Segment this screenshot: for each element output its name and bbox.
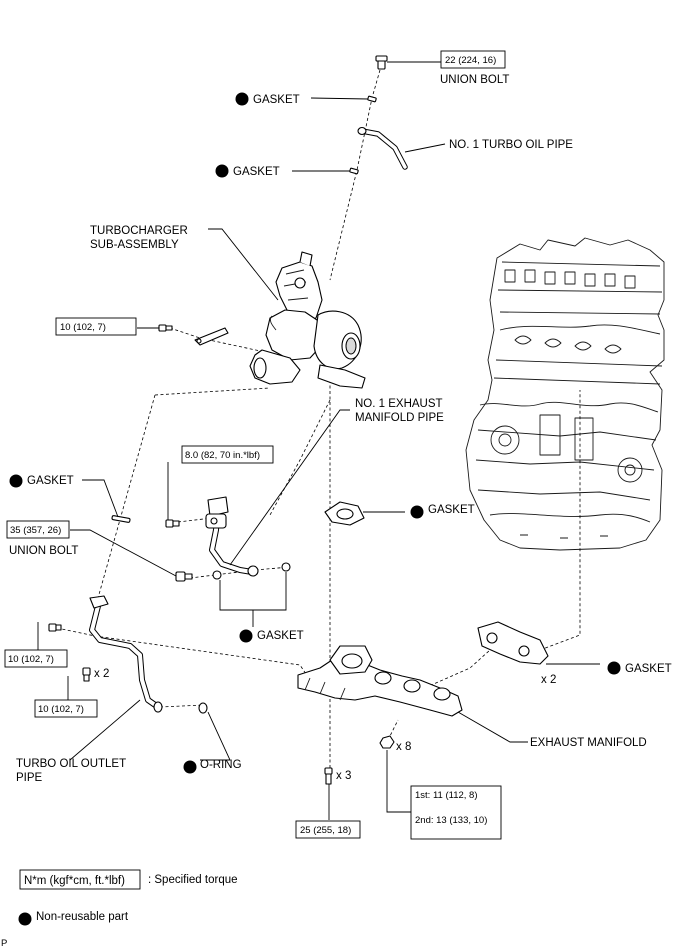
legend-nonreusable: Non-reusable part (36, 911, 129, 923)
label-exhaust-manifold: EXHAUST MANIFOLD (530, 737, 647, 749)
nonreusable-dot (215, 164, 229, 178)
manifold-nut-part (379, 735, 395, 749)
part-labels: UNION BOLT GASKET NO. 1 TURBO OIL PIPE G… (9, 74, 672, 784)
torque-manifold-nut-1st: 1st: 11 (112, 8) (415, 790, 478, 801)
label-gasket-mid-right: GASKET (428, 504, 475, 516)
gasket-left-part (111, 515, 131, 523)
nonreusable-dot (183, 760, 197, 774)
torque-union-bolt-top: 22 (224, 16) (445, 55, 496, 66)
qty-manifold-nuts: x 8 (396, 741, 411, 753)
exhaust-manifold-pipe-part (205, 496, 255, 575)
nonreusable-dot (235, 92, 249, 106)
label-gasket-top1: GASKET (253, 94, 300, 106)
gasket-ring-1 (212, 570, 222, 580)
nonreusable-dot (607, 661, 621, 675)
turbo-oil-outlet-pipe-part (89, 595, 163, 713)
torque-boxes: 22 (224, 16) 10 (102, 7) 8.0 (82, 70 in.… (4, 50, 506, 840)
exhaust-manifold-part (297, 645, 463, 717)
label-gasket-left: GASKET (27, 475, 74, 487)
gasket-ring-3 (281, 562, 291, 572)
label-oil-outlet-pipe: TURBO OIL OUTLET (16, 758, 126, 770)
gasket-far-right-part (477, 621, 549, 665)
legend-torque-desc: : Specified torque (148, 874, 238, 886)
turbo-bracket-bolt-part (158, 324, 173, 332)
nonreusable-dot (410, 505, 424, 519)
torque-union-bolt-left: 35 (357, 26) (10, 525, 61, 536)
outlet-bolt-lower-part (82, 667, 91, 682)
union-bolt-top-part (375, 55, 388, 70)
stud-bolt-part (324, 767, 333, 785)
label-turbocharger: TURBOCHARGER (90, 225, 188, 237)
qty-gasket-far-right: x 2 (541, 674, 556, 686)
legend: N*m (kgf*cm, ft.*lbf) : Specified torque… (1, 869, 238, 949)
torque-manifold-nut-2nd: 2nd: 13 (133, 10) (415, 815, 487, 826)
o-ring-part (198, 702, 208, 714)
gasket-top1-part (367, 95, 377, 103)
torque-outlet-bolt-lower: 10 (102, 7) (38, 704, 84, 715)
label-gasket-top2: GASKET (233, 166, 280, 178)
label-exh-pipe: NO. 1 EXHAUST (355, 398, 443, 410)
legend-torque-unit: N*m (kgf*cm, ft.*lbf) (24, 875, 125, 887)
exh-pipe-bolt-part (165, 519, 180, 528)
leader-lines (37, 61, 600, 820)
turbo-oil-pipe-part (357, 126, 408, 170)
label-exh-pipe-2: MANIFOLD PIPE (355, 412, 444, 424)
gasket-top2-part (349, 167, 359, 175)
torque-outlet-bolt-upper: 10 (102, 7) (8, 654, 54, 665)
torque-stud-bolt: 25 (255, 18) (300, 825, 351, 836)
label-o-ring: O-RING (200, 759, 242, 771)
torque-turbo-bracket-bolt: 10 (102, 7) (60, 322, 106, 333)
label-union-bolt-top: UNION BOLT (440, 74, 509, 86)
qty-outlet-bolts: x 2 (94, 668, 109, 680)
label-turbo-oil-pipe: NO. 1 TURBO OIL PIPE (449, 139, 573, 151)
footer-code: P (1, 938, 7, 949)
turbocharger-part (249, 251, 366, 389)
label-gasket-far-right: GASKET (625, 663, 672, 675)
nonreusable-dot (9, 474, 23, 488)
engine-block-outline (465, 237, 665, 551)
label-turbocharger-2: SUB-ASSEMBLY (90, 239, 179, 251)
gasket-mid-right-part (324, 501, 365, 526)
torque-exh-pipe-bolt: 8.0 (82, 70 in.*lbf) (185, 450, 260, 461)
label-union-bolt-left: UNION BOLT (9, 545, 78, 557)
legend-nonreusable-dot (18, 912, 32, 926)
nonreusable-dot (239, 629, 253, 643)
label-gasket-center: GASKET (257, 630, 304, 642)
qty-stud-bolts: x 3 (336, 770, 351, 782)
union-bolt-left-part (175, 571, 193, 582)
outlet-bolt-upper-part (48, 623, 62, 632)
gasket-ring-2 (247, 565, 259, 577)
label-oil-outlet-pipe-2: PIPE (16, 772, 43, 784)
